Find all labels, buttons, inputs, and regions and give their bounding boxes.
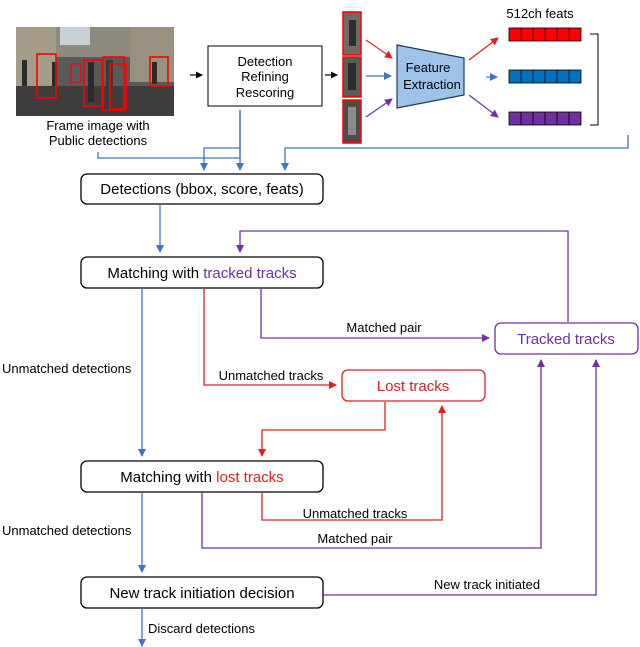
- refine-line1: Detection: [238, 54, 293, 69]
- label-unmatched-detections-2: Unmatched detections: [2, 523, 132, 538]
- match-lost-box: [80, 460, 324, 493]
- detections-box: [80, 173, 324, 205]
- label-discard-detections: Discard detections: [148, 621, 255, 636]
- feats-label: 512ch feats: [506, 6, 574, 21]
- arrow-crop3-extractor: [365, 98, 393, 118]
- arrow-extractor-feat1: [468, 37, 499, 61]
- label-matched-pair-1: Matched pair: [346, 320, 422, 335]
- frame-image: [16, 27, 174, 116]
- detections-label: Detections (bbox, score, feats): [100, 181, 303, 198]
- pedestrian-crops: [342, 11, 362, 144]
- new-track-box: [80, 576, 324, 609]
- feature-vector-blue: [508, 69, 582, 84]
- arrow-extractor-feat3: [468, 94, 499, 118]
- frame-caption-line2: Public detections: [49, 133, 148, 148]
- lost-tracks-box: [341, 369, 486, 402]
- feature-bracket: [590, 33, 599, 126]
- label-unmatched-tracks-2: Unmatched tracks: [303, 506, 408, 521]
- feature-line1: Feature: [406, 60, 451, 75]
- lost-tracks-label: Lost tracks: [377, 378, 450, 395]
- refine-rescore-box: [207, 45, 323, 107]
- label-unmatched-tracks-1: Unmatched tracks: [219, 368, 324, 383]
- new-track-label: New track initiation decision: [109, 585, 294, 602]
- purple-connectors: [201, 230, 600, 596]
- red-connectors: [203, 289, 446, 521]
- arrow-crop1-extractor: [365, 39, 393, 59]
- match-tracked-label: Matching with tracked tracks: [107, 265, 296, 282]
- match-lost-label: Matching with lost tracks: [120, 469, 283, 486]
- feature-vector-purple: [508, 111, 582, 126]
- frame-caption-line1: Frame image with: [46, 118, 149, 133]
- feature-line2: Extraction: [403, 77, 461, 92]
- tracked-tracks-label: Tracked tracks: [517, 331, 615, 348]
- refine-line2: Refining: [241, 69, 289, 84]
- feature-extraction-block: [396, 44, 465, 109]
- refine-line3: Rescoring: [236, 85, 295, 100]
- connectors-to-detections: [97, 110, 629, 171]
- label-matched-pair-2: Matched pair: [317, 531, 393, 546]
- match-tracked-box: [80, 256, 324, 289]
- tracked-tracks-box: [494, 322, 639, 355]
- label-new-track-initiated: New track initiated: [434, 577, 540, 592]
- feature-vector-red: [508, 27, 582, 42]
- label-unmatched-detections-1: Unmatched detections: [2, 361, 132, 376]
